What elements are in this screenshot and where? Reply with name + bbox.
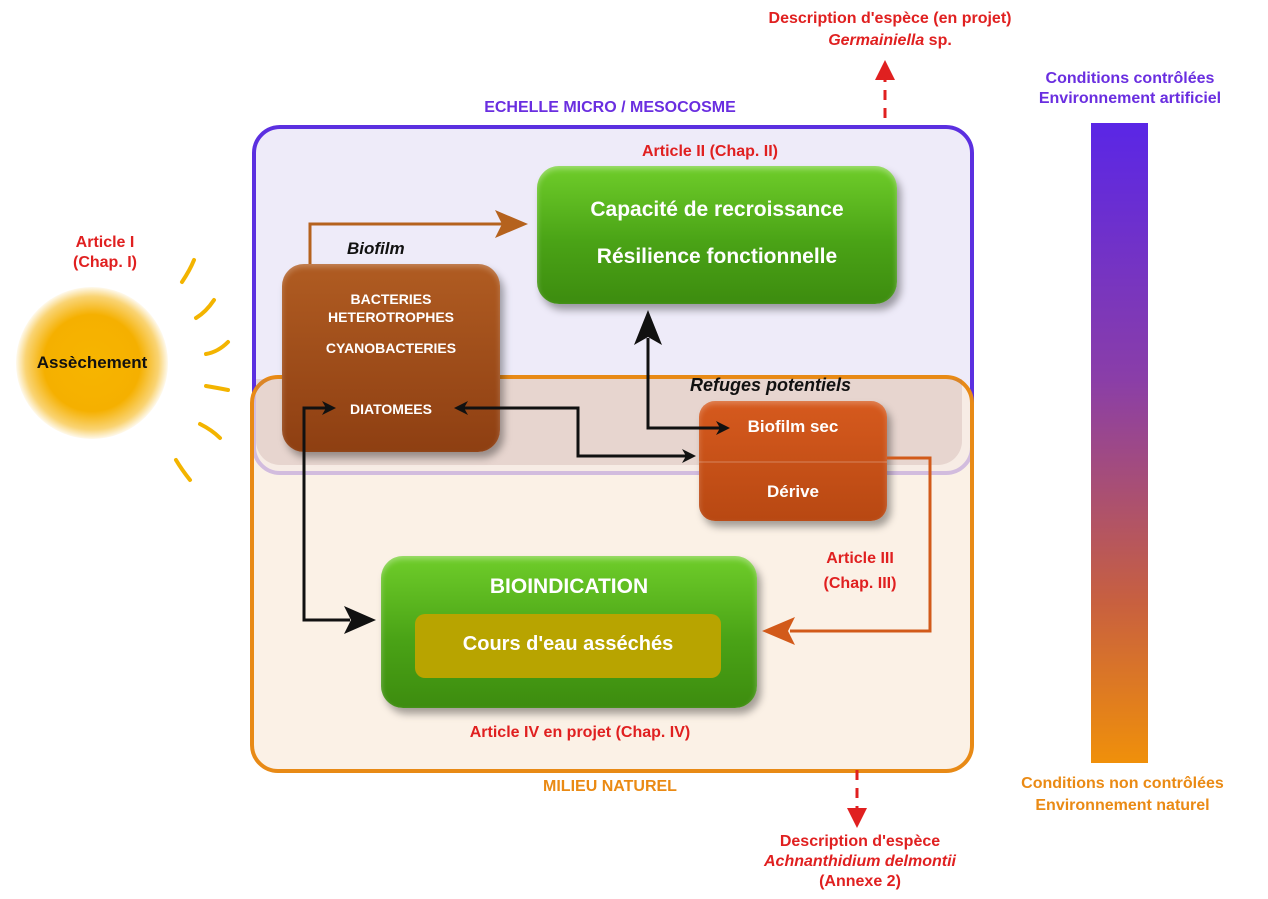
drift-label: Dérive bbox=[767, 482, 819, 501]
sun-label: Assèchement bbox=[36, 353, 148, 372]
conditions-gradient-bar bbox=[1091, 123, 1148, 763]
dashed-arrow-up-head bbox=[875, 60, 895, 80]
refuges-title: Refuges potentiels bbox=[690, 375, 852, 395]
arrow-refuge-to-bioindication bbox=[790, 456, 932, 633]
species-description-top-line1: Description d'espèce (en projet) bbox=[768, 10, 1012, 27]
article-3-label: Article III (Chap. III) bbox=[795, 546, 925, 596]
article-1-line1: Article I bbox=[75, 234, 135, 251]
micro-scale-label: ECHELLE MICRO / MESOCOSME bbox=[484, 99, 736, 116]
cyanobacteria-label: CYANOBACTERIES bbox=[325, 340, 457, 356]
dried-rivers-label: Cours d'eau asséchés bbox=[462, 633, 674, 655]
arrow-drybiofilm-tail-head bbox=[716, 421, 730, 435]
recovery-capacity-label: Capacité de recroissance bbox=[590, 198, 844, 221]
sun-drying-icon bbox=[16, 287, 168, 439]
bacteria-line2: HETEROTROPHES bbox=[327, 309, 454, 325]
sun-ray-1 bbox=[180, 258, 196, 284]
scale-top-line1: Conditions contrôlées bbox=[1045, 70, 1215, 87]
scale-bottom-line1: Conditions non contrôlées bbox=[1021, 775, 1224, 792]
diatoms-label: DIATOMEES bbox=[350, 401, 432, 417]
arrow-biofilm-to-recovery bbox=[308, 222, 508, 264]
sun-ray-3 bbox=[204, 340, 230, 356]
refuge-box: Biofilm sec Dérive bbox=[699, 401, 887, 521]
species-description-bottom-line3: (Annexe 2) bbox=[819, 873, 901, 890]
arrow-diatoms-start-head bbox=[454, 401, 468, 415]
functional-resilience-label: Résilience fonctionnelle bbox=[596, 245, 838, 268]
article-2-label: Article II (Chap. II) bbox=[641, 143, 778, 160]
species-name: Achnanthidium delmontii bbox=[764, 853, 956, 870]
arrow-drybiofilm-to-recovery-head bbox=[634, 310, 662, 345]
arrow-refuge-to-bioindication-head bbox=[762, 617, 795, 645]
scale-top-line2: Environnement artificiel bbox=[1038, 90, 1222, 107]
dried-rivers-box: Cours d'eau asséchés bbox=[415, 614, 721, 678]
article-3-line2: (Chap. III) bbox=[823, 575, 897, 592]
natural-environment-label: MILIEU NATUREL bbox=[543, 778, 677, 795]
species-genus-name: Germainiella bbox=[828, 32, 925, 49]
article-3-line1: Article III bbox=[826, 550, 894, 567]
arrow-biofilm-to-recovery-head bbox=[495, 210, 528, 238]
bacteria-line1: BACTERIES bbox=[350, 291, 432, 307]
species-description-bottom-line1: Description d'espèce bbox=[779, 833, 941, 850]
scale-bottom-line2: Environnement naturel bbox=[1035, 797, 1210, 814]
scale-bottom-label: Conditions non contrôlées Environnement … bbox=[990, 773, 1255, 817]
species-description-bottom: Description d'espèce Achnanthidium delmo… bbox=[690, 832, 1030, 892]
scale-top-label: Conditions contrôlées Environnement arti… bbox=[1005, 69, 1255, 109]
biofilm-box: BACTERIES HETEROTROPHES CYANOBACTERIES D… bbox=[282, 264, 500, 452]
sun-rays bbox=[174, 258, 230, 482]
article-4-label: Article IV en projet (Chap. IV) bbox=[469, 724, 691, 741]
arrow-diatoms-to-bioindication-head bbox=[344, 606, 376, 634]
arrow-diatoms-to-drybiofilm-head bbox=[682, 449, 696, 463]
biofilm-title: Biofilm bbox=[347, 239, 405, 258]
arrow-drybiofilm-to-recovery bbox=[646, 338, 722, 430]
sun-ray-4 bbox=[204, 384, 230, 392]
sun-ray-2 bbox=[194, 298, 216, 320]
bioindication-title: BIOINDICATION bbox=[489, 575, 649, 598]
bioindication-box: BIOINDICATION Cours d'eau asséchés bbox=[381, 556, 757, 708]
species-description-bottom-line2: Achnanthidium delmontii bbox=[690, 852, 1030, 872]
species-suffix: sp. bbox=[924, 32, 952, 49]
refuge-divider bbox=[699, 461, 887, 463]
dry-biofilm-label: Biofilm sec bbox=[747, 417, 839, 436]
article-1-line2: (Chap. I) bbox=[73, 254, 137, 271]
sun-ray-5 bbox=[198, 422, 222, 440]
species-description-top: Description d'espèce (en projet) Germain… bbox=[700, 8, 1080, 52]
arrow-diatoms-left-head bbox=[322, 401, 336, 415]
recovery-capacity-box: Capacité de recroissance Résilience fonc… bbox=[537, 166, 897, 304]
arrow-diatoms-to-bioindication bbox=[302, 406, 350, 622]
dashed-arrow-down-head bbox=[847, 808, 867, 828]
article-1-label: Article I (Chap. I) bbox=[40, 233, 170, 273]
species-description-top-line2: Germainiella sp. bbox=[700, 30, 1080, 52]
sun-ray-6 bbox=[174, 458, 192, 482]
arrow-diatoms-to-drybiofilm bbox=[460, 406, 690, 458]
bacteria-label: BACTERIES HETEROTROPHES bbox=[282, 290, 500, 326]
